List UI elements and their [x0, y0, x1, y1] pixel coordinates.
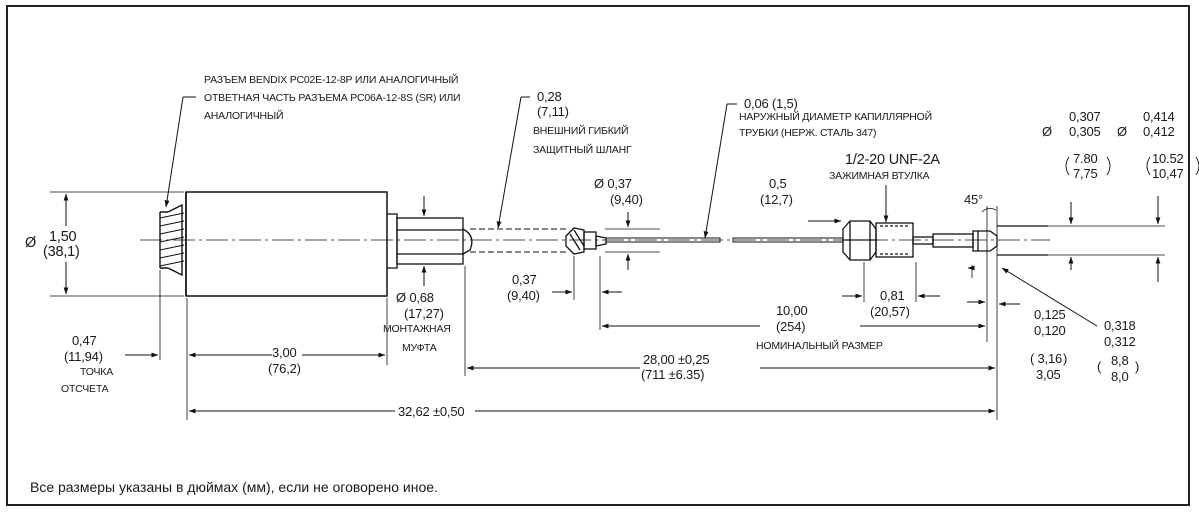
thread-spec: 1/2-20 UNF-2A — [845, 152, 940, 168]
body-length-dimension — [186, 298, 388, 420]
tip-length-max-mm: ( 3,16 — [1030, 351, 1063, 366]
tip-dia-a-min: 0,305 — [1069, 124, 1101, 139]
tip-dia-b-min-mm: 10,47 — [1152, 166, 1184, 181]
mounting-fitting-label-1: МОНТАЖНАЯ — [383, 323, 451, 335]
tip-dia-b-min: 0,412 — [1143, 124, 1175, 139]
body-diameter-mm: (38,1) — [43, 244, 80, 260]
ferrule-label: ЗАЖИМНАЯ ВТУЛКА — [829, 170, 930, 182]
fitting-length-mm: (9,40) — [507, 288, 540, 303]
nominal-length-in: 10,00 — [776, 303, 808, 318]
connector-leader — [164, 96, 184, 208]
drawing-frame — [6, 5, 1190, 506]
connector-label-line-3: АНАЛОГИЧНЫЙ — [204, 110, 284, 122]
mounting-fitting-diameter-mm: (17,27) — [404, 306, 444, 321]
mounting-fitting-label-2: МУФТА — [402, 342, 437, 354]
overall-length-28-mm: (711 ±6.35) — [641, 367, 705, 382]
connector-thread — [159, 203, 185, 277]
ferrule-length-dimension — [842, 262, 940, 302]
tip-flange-open-paren: ( — [1097, 359, 1102, 374]
tip-dia-b-max: 0,414 — [1143, 109, 1175, 124]
tip-length-max: 0,125 — [1034, 307, 1066, 322]
hose-diameter-mm: (7,11) — [537, 104, 569, 119]
flexible-hose — [470, 228, 568, 253]
capillary-label-line-2: ТРУБКИ (НЕРЖ. СТАЛЬ 347) — [739, 127, 877, 139]
tip-dia-a-max: 0,307 — [1069, 109, 1101, 124]
fitting-diameter-mm: (9,40) — [610, 192, 643, 207]
hose-label-line-1: ВНЕШНИЙ ГИБКИЙ — [533, 125, 629, 137]
units-footnote: Все размеры указаны в дюймах (мм), если … — [30, 479, 438, 495]
body-diameter-symbol: Ø — [25, 235, 37, 251]
sensor-tip — [912, 225, 1048, 256]
thread-length-in: 0,5 — [769, 176, 787, 191]
tip-dia-a-symbol: Ø — [1042, 124, 1052, 139]
tip-length-min: 0,120 — [1034, 323, 1066, 338]
body-diameter-in: 1,50 — [49, 229, 77, 245]
overall-length-28-in: 28,00 ±0,25 — [643, 352, 710, 367]
chamfer-angle-arc — [981, 208, 997, 213]
tip-dia-b-symbol: Ø — [1117, 124, 1127, 139]
body-length-in: 3,00 — [272, 345, 297, 360]
ferrule-length-mm: (20,57) — [870, 304, 910, 319]
ferrule-length-in: 0,81 — [880, 288, 905, 303]
mounting-fitting-diameter-in: Ø 0,68 — [396, 290, 434, 305]
tip-flange-max-mm: 8,8 — [1111, 353, 1129, 368]
fitting-length-dimension — [552, 256, 622, 330]
fitting-diameter-in: Ø 0,37 — [594, 176, 632, 191]
body-length-mm: (76,2) — [268, 361, 301, 376]
mounting-fitting — [387, 213, 473, 269]
hose-label-line-2: ЗАЩИТНЫЙ ШЛАНГ — [533, 144, 632, 156]
tip-dia-b-max-mm: 10.52 — [1152, 151, 1184, 166]
tip-large-diameter-dimension — [1048, 196, 1165, 282]
compression-ferrule — [842, 220, 914, 261]
reference-offset-mm: (11,94) — [64, 349, 103, 364]
chamfer-angle: 45° — [964, 192, 984, 207]
tip-length-dimension — [967, 299, 1020, 307]
fitting-length-in: 0,37 — [512, 272, 537, 287]
reference-point-label-2: ОТСЧЕТА — [61, 383, 109, 395]
nominal-length-mm: (254) — [776, 319, 806, 334]
overall-length-28-dimension — [464, 266, 996, 376]
thread-length-mm: (12,7) — [760, 192, 793, 207]
tip-length-close-paren: ) — [1063, 351, 1068, 366]
reference-point-label-1: ТОЧКА — [80, 366, 113, 378]
hose-leader — [496, 96, 522, 229]
connector-label-line-2: ОТВЕТНАЯ ЧАСТЬ РАЗЪЕМА PC06A-12-8S (SR) … — [204, 92, 461, 104]
sensor-body — [185, 191, 388, 297]
tip-flange-max: 0,318 — [1104, 318, 1136, 333]
capillary-leader — [703, 103, 728, 239]
connector-label-line-1: РАЗЪЕМ BENDIX PC02E-12-8P ИЛИ АНАЛОГИЧНЫ… — [204, 74, 459, 86]
hose-fitting-diameter-dimension — [605, 212, 660, 270]
overall-length-32-in: 32,62 ±0,50 — [398, 404, 465, 419]
tip-length-min-mm: 3,05 — [1036, 367, 1061, 382]
reference-offset-in: 0,47 — [72, 333, 97, 348]
reference-point-dimension — [125, 270, 161, 360]
tip-dia-a-max-mm: 7.80 — [1073, 151, 1098, 166]
body-diameter-dimension — [50, 191, 184, 297]
tip-flange-min: 0,312 — [1104, 334, 1136, 349]
capillary-label-line-1: НАРУЖНЫЙ ДИАМЕТР КАПИЛЛЯРНОЙ — [739, 111, 932, 123]
hose-end-fitting — [565, 227, 607, 255]
nominal-length-label: НОМИНАЛЬНЫЙ РАЗМЕР — [756, 340, 883, 352]
tip-flange-close-paren: ) — [1135, 359, 1140, 374]
capillary-diameter: 0,06 (1,5) — [744, 96, 798, 111]
tip-dia-a-min-mm: 7,75 — [1073, 166, 1098, 181]
hose-diameter-in: 0,28 — [537, 89, 562, 104]
tip-flange-min-mm: 8,0 — [1111, 369, 1129, 384]
